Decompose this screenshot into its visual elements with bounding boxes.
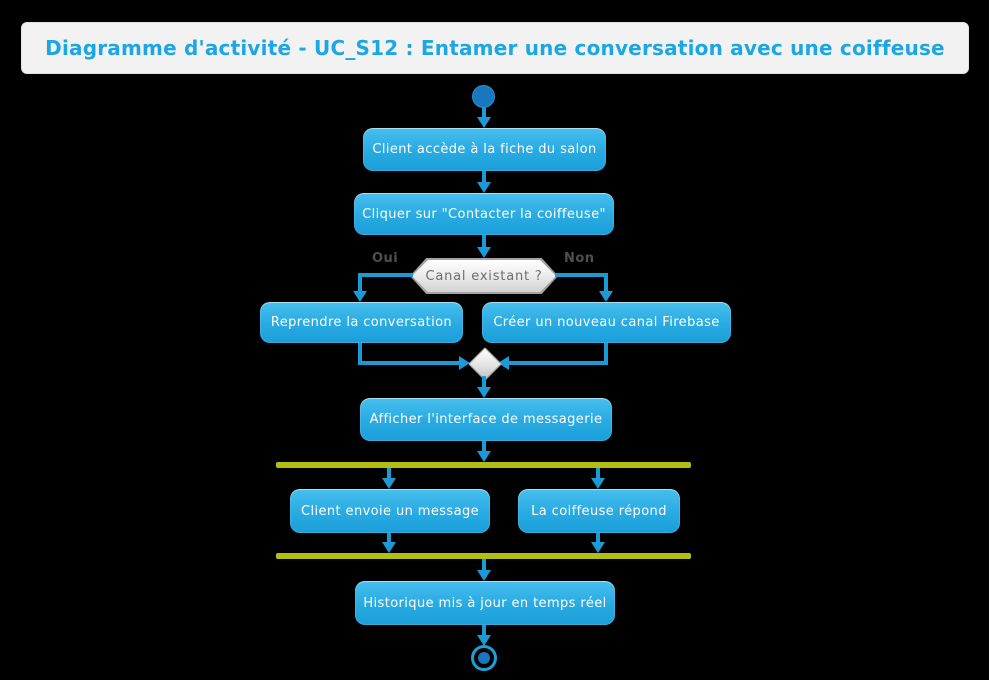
action-node-afficher-messagerie: Afficher l'interface de messagerie — [360, 398, 612, 441]
action-node-coiffeuse-repond: La coiffeuse répond — [518, 489, 680, 533]
edge-n4-merge-arrowhead — [498, 356, 509, 370]
edge-n7-join-arrowhead — [591, 542, 605, 553]
edge-n3-merge-elbow — [358, 361, 459, 365]
edge-n8-end-arrowhead — [477, 635, 491, 646]
edge-fork-n7-arrowhead — [591, 478, 605, 489]
edge-fork-n7-line — [596, 468, 600, 479]
edge-n1-n2-line — [482, 171, 486, 183]
edge-join-n8-line — [482, 559, 486, 571]
action-node-label: Historique mis à jour en temps réel — [363, 595, 607, 611]
edge-n3-merge-arrowhead — [459, 356, 470, 370]
edge-n5-fork-line — [482, 441, 486, 452]
action-node-client-accede-fiche: Client accède à la fiche du salon — [363, 128, 606, 171]
action-node-label: Cliquer sur "Contacter la coiffeuse" — [362, 206, 606, 222]
edge-n8-end-line — [482, 625, 486, 636]
action-node-label: Reprendre la conversation — [270, 315, 453, 330]
guard-label-oui: Oui — [372, 251, 399, 266]
final-node-ring — [471, 645, 497, 671]
action-node-reprendre-conversation: Reprendre la conversation — [260, 302, 463, 343]
fork-bar — [276, 462, 691, 468]
edge-n4-merge-elbow — [508, 361, 608, 365]
edge-n4-merge-line — [604, 343, 608, 365]
guard-label-non: Non — [564, 251, 595, 266]
join-bar — [276, 553, 691, 559]
edge-start-n1-line — [482, 107, 486, 119]
action-node-cliquer-contacter: Cliquer sur "Contacter la coiffeuse" — [354, 193, 614, 235]
action-node-historique-temps-reel: Historique mis à jour en temps réel — [355, 581, 615, 625]
edge-n1-n2-arrowhead — [477, 182, 491, 193]
decision-node-label: Canal existant ? — [425, 268, 543, 284]
edge-n7-join-line — [596, 533, 600, 543]
diagram-title-bar: Diagramme d'activité - UC_S12 : Entamer … — [21, 22, 969, 74]
edge-n6-join-arrowhead — [382, 542, 396, 553]
edge-merge-n5-line — [482, 376, 486, 388]
action-node-label: Créer un nouveau canal Firebase — [493, 315, 720, 330]
edge-merge-n5-arrowhead — [477, 387, 491, 398]
edge-n5-fork-arrowhead — [477, 451, 491, 462]
edge-decision-n4-line — [604, 273, 608, 293]
edge-start-n1-arrowhead — [477, 117, 491, 128]
edge-decision-n3-arrowhead — [353, 291, 367, 302]
action-node-creer-canal-firebase: Créer un nouveau canal Firebase — [482, 302, 731, 343]
decision-node-canal-existant: Canal existant ? — [410, 258, 558, 294]
edge-n2-decision-arrowhead — [477, 247, 491, 258]
initial-node — [472, 85, 495, 108]
edge-decision-n3-elbow — [358, 273, 413, 277]
edge-join-n8-arrowhead — [477, 570, 491, 581]
diagram-title: Diagramme d'activité - UC_S12 : Entamer … — [45, 36, 945, 60]
final-node-dot — [478, 652, 490, 664]
decision-node-face: Canal existant ? — [412, 260, 556, 292]
action-node-label: Client accède à la fiche du salon — [372, 142, 597, 157]
action-node-label: La coiffeuse répond — [531, 503, 667, 519]
edge-fork-n6-line — [387, 468, 391, 479]
edge-decision-n3-line — [358, 273, 362, 293]
edge-decision-n4-arrowhead — [599, 291, 613, 302]
action-node-label: Client envoie un message — [300, 503, 480, 519]
edge-n6-join-line — [387, 533, 391, 543]
edge-fork-n6-arrowhead — [382, 478, 396, 489]
action-node-client-envoie-message: Client envoie un message — [290, 489, 490, 533]
edge-n2-decision-line — [482, 235, 486, 248]
edge-decision-n4-elbow — [555, 273, 608, 277]
edge-n3-merge-line — [358, 343, 362, 365]
action-node-label: Afficher l'interface de messagerie — [369, 412, 603, 427]
